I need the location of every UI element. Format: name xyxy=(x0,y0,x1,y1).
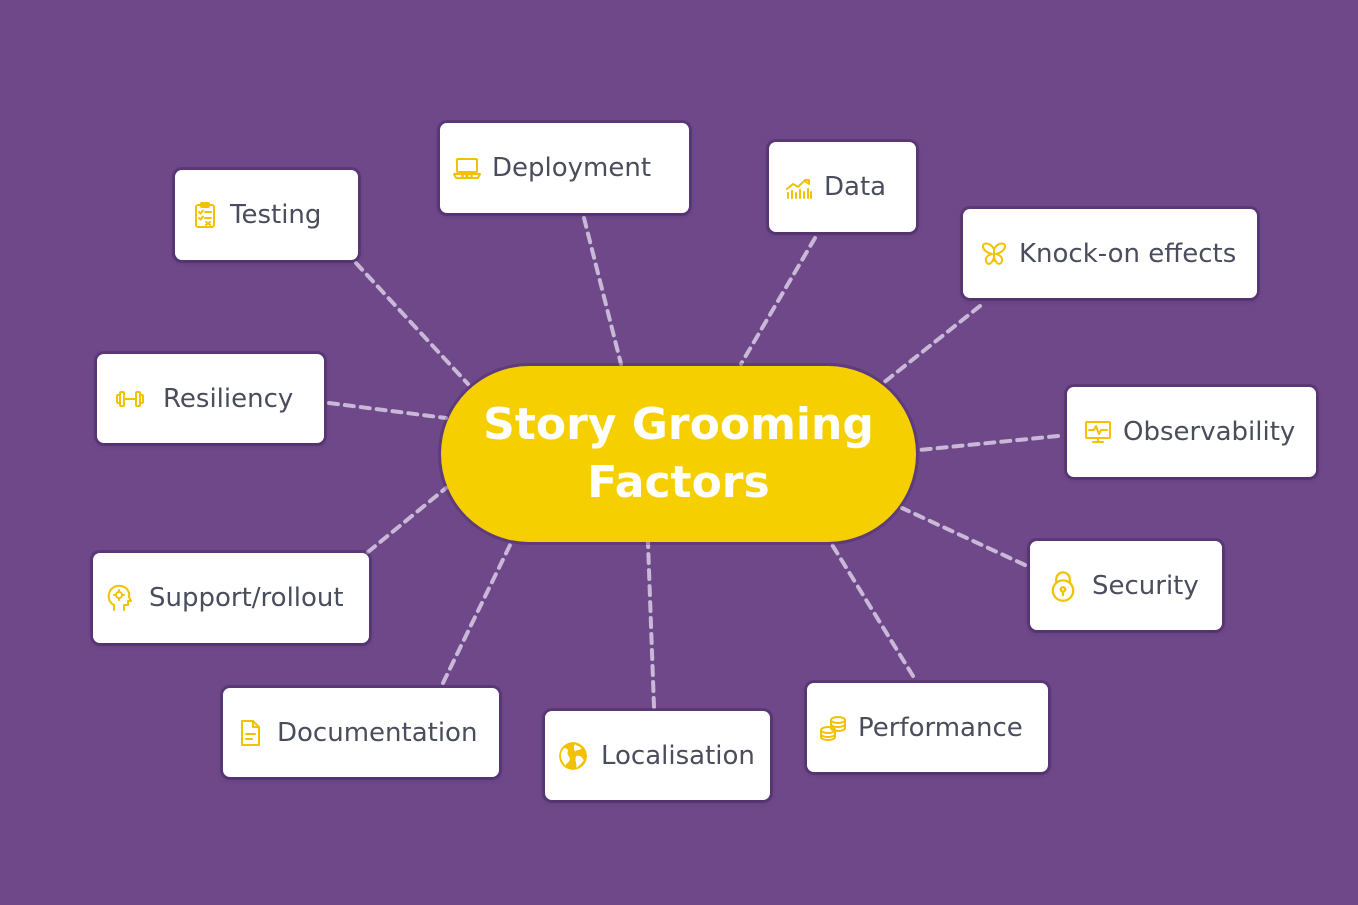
central-topic-line1: Story Grooming xyxy=(483,399,874,450)
node-knockon-label: Knock-on effects xyxy=(1019,238,1237,269)
connector-deployment xyxy=(582,216,623,366)
node-performance[interactable]: Performance xyxy=(807,683,1048,772)
node-localisation-label: Localisation xyxy=(601,740,755,771)
node-security-label: Security xyxy=(1092,570,1199,601)
node-deployment[interactable]: Deployment xyxy=(440,123,689,213)
node-testing-label: Testing xyxy=(230,200,322,230)
connector-documentation xyxy=(441,539,514,685)
connector-support xyxy=(366,486,448,554)
clipboard-checklist-icon xyxy=(195,202,215,228)
central-topic: Story Grooming Factors xyxy=(441,366,916,542)
node-observability[interactable]: Observability xyxy=(1067,387,1316,477)
node-resiliency-label: Resiliency xyxy=(163,383,294,414)
node-support-label: Support/rollout xyxy=(149,583,344,613)
connector-resiliency xyxy=(327,401,448,420)
connector-data xyxy=(739,236,817,366)
connector-testing xyxy=(354,261,470,386)
connector-observability xyxy=(917,434,1060,452)
document-icon xyxy=(241,719,260,746)
node-documentation[interactable]: Documentation xyxy=(223,688,499,777)
padlock-icon xyxy=(1051,570,1075,602)
globe-icon xyxy=(559,741,587,770)
laptop-icon xyxy=(453,158,481,179)
connector-knockon xyxy=(880,304,982,386)
connector-performance xyxy=(829,541,915,678)
coin-stack-icon xyxy=(820,715,846,741)
node-security[interactable]: Security xyxy=(1030,541,1222,630)
butterfly-icon xyxy=(981,242,1007,265)
node-performance-label: Performance xyxy=(858,712,1023,743)
node-data[interactable]: Data xyxy=(769,142,916,232)
connector-localisation xyxy=(646,541,656,709)
node-data-label: Data xyxy=(824,172,887,202)
node-knockon[interactable]: Knock-on effects xyxy=(963,209,1257,298)
monitor-pulse-icon xyxy=(1085,421,1111,443)
bar-chart-icon xyxy=(786,179,812,199)
connector-security xyxy=(900,506,1027,567)
node-support[interactable]: Support/rollout xyxy=(93,553,369,643)
head-gear-icon xyxy=(107,584,132,611)
node-observability-label: Observability xyxy=(1123,417,1296,447)
node-deployment-label: Deployment xyxy=(492,153,652,183)
dumbbell-icon xyxy=(116,390,144,407)
node-resiliency[interactable]: Resiliency xyxy=(97,354,324,443)
node-documentation-label: Documentation xyxy=(277,717,478,748)
node-localisation[interactable]: Localisation xyxy=(545,711,770,800)
central-topic-line2: Factors xyxy=(587,457,770,508)
node-testing[interactable]: Testing xyxy=(175,170,358,260)
